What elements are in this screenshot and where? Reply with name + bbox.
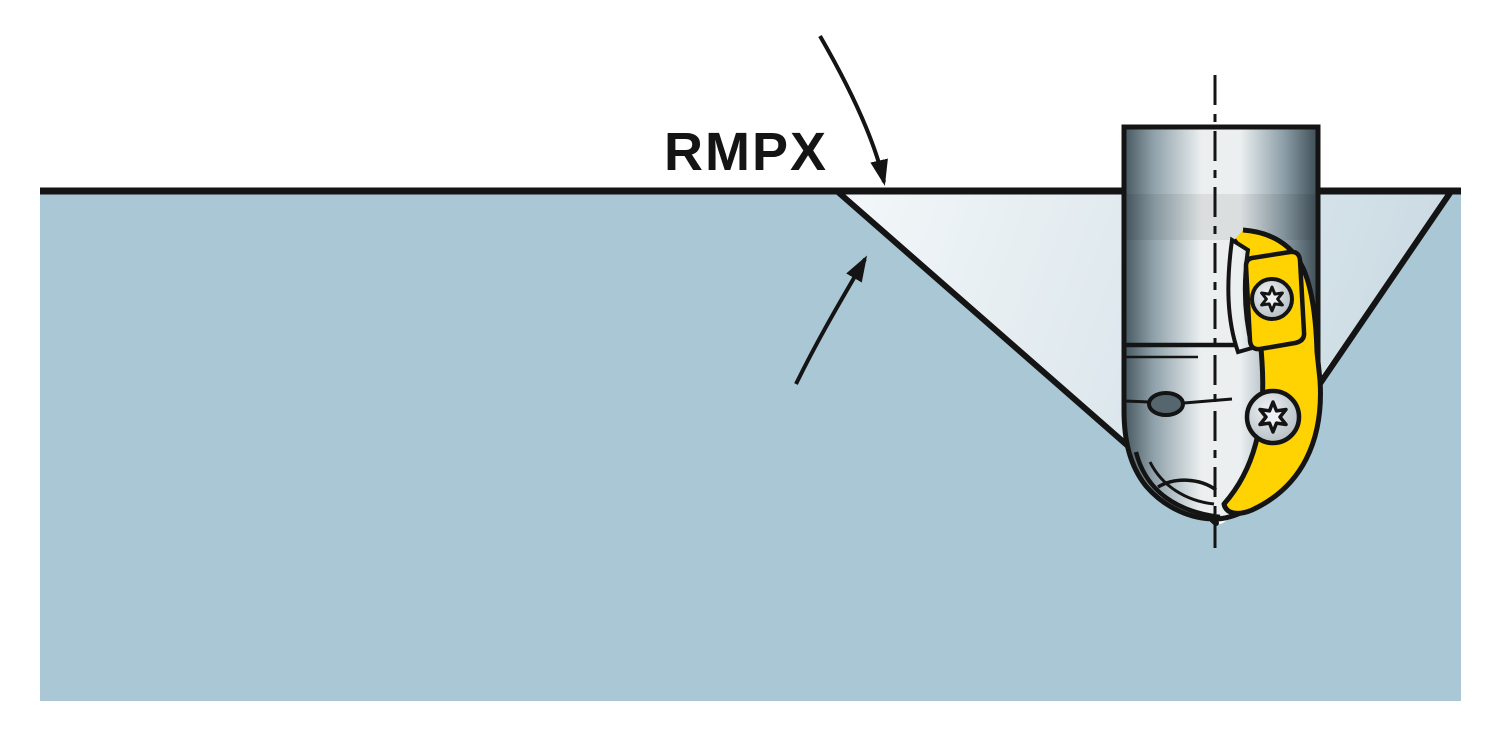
torx-screw-lower-icon	[1244, 388, 1302, 446]
ramp-angle-arc-arrow	[794, 255, 868, 385]
insert-pocket-scoop	[1157, 478, 1218, 492]
insert-pocket-edge	[1133, 451, 1221, 520]
shank-shading-band	[1127, 194, 1315, 240]
head-groove-line-left	[1123, 399, 1150, 404]
head-groove-line-right	[1183, 397, 1233, 405]
insert-pocket-inner-arc	[1148, 461, 1215, 506]
ball-nose-milling-cutter	[1121, 124, 1323, 522]
rmpx-pointer-arrow	[818, 35, 888, 186]
coolant-hole	[1147, 391, 1185, 417]
torx-screw-upper-icon	[1250, 277, 1294, 321]
torx-star-upper-icon	[1260, 285, 1284, 313]
workpiece-material	[40, 191, 1461, 701]
torx-star-lower-icon	[1258, 400, 1288, 434]
rmpx-label: RMPX	[664, 122, 828, 182]
ramp-angle-annotation: RMPX	[664, 35, 888, 385]
